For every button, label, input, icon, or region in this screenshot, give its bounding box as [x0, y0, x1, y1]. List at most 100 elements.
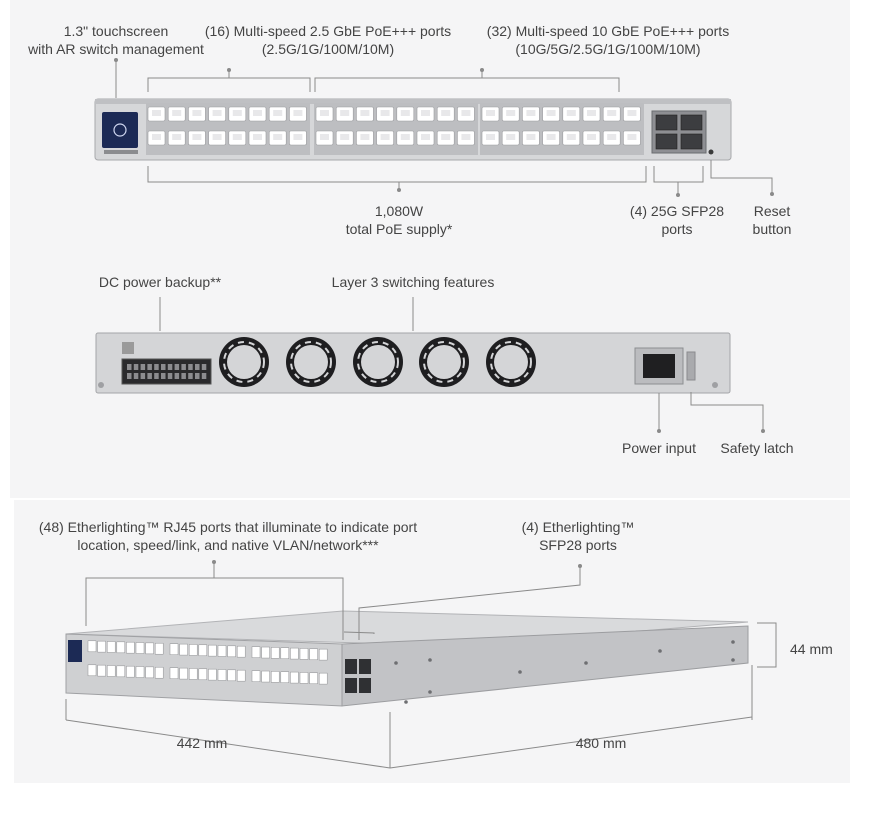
rj45-port-contacts — [192, 110, 202, 116]
iso-rj45-port — [106, 641, 116, 653]
ground-screw-right — [712, 382, 718, 388]
rj45-port-contacts — [627, 110, 637, 116]
dc-pin — [174, 364, 180, 370]
rj45-port-contacts — [421, 110, 430, 116]
iso-screw — [584, 661, 588, 665]
rear-label-sticker — [122, 342, 134, 354]
rj45-port-contacts — [486, 110, 495, 116]
dc-power-backup-label: DC power backup** — [98, 274, 222, 290]
rj45-port-contacts — [400, 134, 410, 140]
rj45-port-contacts — [320, 134, 329, 140]
iso-rj45-port — [145, 666, 154, 679]
fan-grille — [423, 341, 465, 383]
dc-pin — [140, 364, 146, 370]
fan-grille — [357, 341, 399, 383]
safety-latch — [686, 351, 696, 381]
iso-rj45-port — [87, 640, 97, 653]
rj45-port-contacts — [273, 110, 283, 116]
rj45-port-contacts — [461, 110, 471, 116]
dc-pin — [133, 364, 139, 370]
rj45-port-contacts — [253, 134, 262, 140]
rj45-port-contacts — [360, 134, 370, 140]
dc-pin — [147, 373, 152, 379]
ports-2-5g-label: (16) Multi-speed 2.5 GbE PoE+++ ports(2.… — [204, 23, 452, 57]
fan-hub — [361, 345, 395, 379]
iso-rj45-port — [251, 670, 261, 682]
iso-rj45-port — [169, 667, 179, 679]
iso-rj45-port — [309, 648, 318, 661]
rj45-port-contacts — [380, 110, 390, 116]
iso-rj45-port — [116, 641, 126, 654]
width-dimension-label: 442 mm — [176, 735, 228, 751]
sfp28-port-grid — [655, 114, 703, 150]
iso-touchscreen — [68, 640, 82, 662]
iso-rj45-port — [179, 667, 188, 680]
iso-rj45-port — [236, 669, 246, 682]
iso-rj45-port — [251, 646, 261, 658]
rj45-port-contacts — [360, 110, 370, 116]
dc-pin — [181, 373, 186, 379]
rj45-port-contacts — [627, 134, 637, 140]
dc-pin — [147, 364, 152, 370]
rj45-port-contacts — [273, 134, 283, 140]
iso-rj45-port — [299, 672, 309, 684]
iso-rj45-port — [309, 672, 318, 685]
iso-chassis-side — [341, 625, 749, 707]
rj45-port-contacts — [486, 134, 495, 140]
iso-rj45-port — [236, 645, 246, 658]
touchscreen — [102, 112, 138, 148]
dc-pin — [195, 364, 200, 370]
iso-rj45-port — [154, 642, 164, 655]
rj45-port-contacts — [172, 134, 182, 140]
iso-screw — [658, 649, 662, 653]
rj45-port-contacts — [192, 134, 202, 140]
iso-rj45-port — [135, 642, 145, 654]
iso-sfp-ports — [345, 659, 371, 693]
touchscreen-logo — [113, 123, 127, 137]
rj45-port-contacts — [607, 134, 617, 140]
iso-rj45-port — [135, 666, 145, 678]
dc-pin — [133, 373, 139, 379]
fan-grille — [290, 341, 332, 383]
rj45-port-contacts — [212, 110, 222, 116]
rj45-port-contacts — [506, 110, 516, 116]
fan-hub — [427, 345, 461, 379]
front-rear-panel — [10, 0, 850, 498]
iso-rj45-port — [280, 647, 290, 659]
iso-rj45-port — [116, 665, 126, 678]
iso-rj45-port — [126, 665, 135, 678]
dc-pin — [188, 364, 193, 370]
ports-10g-label: (32) Multi-speed 10 GbE PoE+++ ports(10G… — [486, 23, 730, 57]
iso-rj45-port — [179, 643, 188, 656]
etherlighting-label: (48) Etherlighting™ RJ45 ports that illu… — [38, 519, 418, 553]
iso-sfp-port — [359, 659, 371, 674]
rj45-port-contacts — [400, 110, 410, 116]
dc-pin — [181, 364, 186, 370]
iso-rj45-port — [270, 671, 280, 683]
front-chassis-top-strip — [95, 99, 731, 104]
iso-rj45-port — [261, 670, 270, 683]
iso-rj45-port — [188, 644, 198, 656]
iso-rj45-port — [261, 646, 270, 659]
rj45-port-contacts — [526, 110, 536, 116]
fan-grille — [223, 341, 265, 383]
iso-rj45-port — [106, 665, 116, 677]
iso-chassis-top — [65, 610, 749, 647]
rj45-port-contacts — [526, 134, 536, 140]
rj45-port-contacts — [293, 134, 303, 140]
dc-pin — [154, 373, 159, 379]
rj45-port-contacts — [421, 134, 430, 140]
height-dimension-label: 44 mm — [790, 641, 833, 657]
power-inlet — [643, 354, 675, 378]
rj45-port-contacts — [607, 110, 617, 116]
iso-rj45-port — [198, 668, 208, 681]
iso-rj45-port — [198, 644, 208, 657]
dc-pin — [140, 373, 146, 379]
power-input-label: Power input — [622, 440, 696, 456]
dc-pin — [195, 373, 200, 379]
ground-screw-left — [98, 382, 104, 388]
sfp28-port — [680, 133, 703, 150]
